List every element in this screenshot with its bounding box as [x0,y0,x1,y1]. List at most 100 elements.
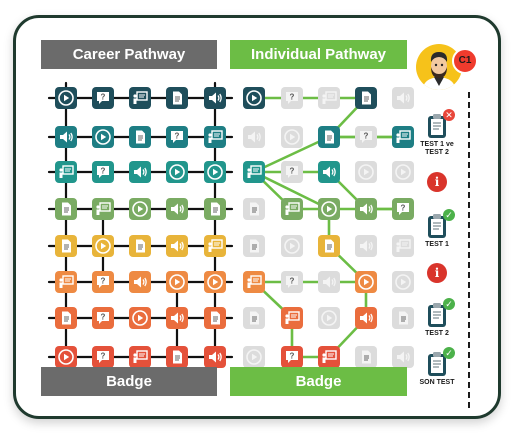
career-step-tile[interactable]: ? [166,126,188,148]
individual-step-tile-inactive: ? [281,161,303,183]
career-step-tile[interactable] [55,126,77,148]
document-icon [321,129,337,145]
play-icon [358,164,374,180]
individual-step-tile-active[interactable] [281,307,303,329]
career-step-tile[interactable] [92,235,114,257]
individual-step-tile-active[interactable] [355,87,377,109]
individual-step-tile-active[interactable] [355,307,377,329]
individual-step-tile-active[interactable] [318,161,340,183]
career-step-tile[interactable] [55,346,77,368]
sound-icon [207,349,223,365]
document-icon [395,310,411,326]
career-step-tile[interactable] [55,87,77,109]
career-step-tile[interactable] [129,235,151,257]
play-icon [58,90,74,106]
career-step-tile[interactable] [129,346,151,368]
individual-step-tile-inactive [243,126,265,148]
play-icon [207,274,223,290]
test-clipboard-icon[interactable] [426,113,448,139]
document-icon [169,90,185,106]
individual-step-tile-inactive [318,87,340,109]
career-step-tile[interactable] [204,307,226,329]
career-step-tile[interactable] [166,161,188,183]
info-icon[interactable]: i [427,263,447,283]
presentation-icon [207,129,223,145]
individual-step-tile-inactive [392,307,414,329]
career-step-tile[interactable] [55,161,77,183]
individual-step-tile-active[interactable] [318,126,340,148]
individual-step-tile-active[interactable] [355,198,377,220]
document-icon [132,129,148,145]
career-step-tile[interactable] [129,126,151,148]
career-step-tile[interactable] [55,235,77,257]
play-icon [246,90,262,106]
career-step-tile[interactable] [129,307,151,329]
presentation-icon [395,238,411,254]
sound-icon [321,274,337,290]
individual-step-tile-active[interactable] [281,198,303,220]
svg-text:?: ? [290,277,295,286]
individual-step-tile-active[interactable] [243,87,265,109]
play-icon [395,164,411,180]
career-step-tile[interactable] [204,161,226,183]
individual-step-tile-inactive: ? [281,271,303,293]
career-step-tile[interactable] [204,235,226,257]
individual-step-tile-inactive [392,271,414,293]
career-step-tile[interactable] [92,198,114,220]
svg-text:?: ? [290,167,295,176]
test-clipboard-icon[interactable] [426,351,448,377]
individual-step-tile-active[interactable] [318,235,340,257]
svg-text:?: ? [101,277,106,286]
career-step-tile[interactable]: ? [92,346,114,368]
individual-step-tile-active[interactable] [355,271,377,293]
individual-badge-bar: Badge [230,367,407,396]
career-step-tile[interactable]: ? [92,307,114,329]
career-step-tile[interactable] [166,271,188,293]
career-step-tile[interactable]: ? [92,87,114,109]
question-icon: ? [95,164,111,180]
sound-icon [207,90,223,106]
career-step-tile[interactable] [55,271,77,293]
career-step-tile[interactable] [166,87,188,109]
career-step-tile[interactable]: ? [92,161,114,183]
individual-step-tile-active[interactable]: ? [392,198,414,220]
career-step-tile[interactable] [129,161,151,183]
career-step-tile[interactable]: ? [92,271,114,293]
career-step-tile[interactable] [204,87,226,109]
career-step-tile[interactable] [55,307,77,329]
career-step-tile[interactable] [204,346,226,368]
career-step-tile[interactable] [92,126,114,148]
individual-step-tile-active[interactable] [243,271,265,293]
individual-step-tile-active[interactable]: ? [281,346,303,368]
info-icon[interactable]: i [427,172,447,192]
document-icon [321,238,337,254]
sound-icon [169,310,185,326]
sound-icon [395,349,411,365]
individual-step-tile-active[interactable] [243,161,265,183]
career-badge-bar: Badge [41,367,217,396]
career-step-tile[interactable] [166,307,188,329]
career-step-tile[interactable] [204,126,226,148]
question-icon: ? [95,90,111,106]
test-clipboard-icon[interactable] [426,302,448,328]
sound-icon [132,274,148,290]
sound-icon [169,238,185,254]
career-step-tile[interactable] [166,346,188,368]
sound-icon [246,129,262,145]
individual-step-tile-active[interactable] [392,126,414,148]
svg-text:?: ? [401,204,406,213]
individual-step-tile-active[interactable] [318,198,340,220]
presentation-icon [246,164,262,180]
individual-step-tile-inactive [355,235,377,257]
career-step-tile[interactable] [129,87,151,109]
career-step-tile[interactable] [129,271,151,293]
test-clipboard-icon[interactable] [426,213,448,239]
career-step-tile[interactable] [129,198,151,220]
progress-dashed-line [468,92,470,408]
career-step-tile[interactable] [55,198,77,220]
individual-step-tile-active[interactable] [318,346,340,368]
career-step-tile[interactable] [204,198,226,220]
career-step-tile[interactable] [204,271,226,293]
career-step-tile[interactable] [166,235,188,257]
career-step-tile[interactable] [166,198,188,220]
